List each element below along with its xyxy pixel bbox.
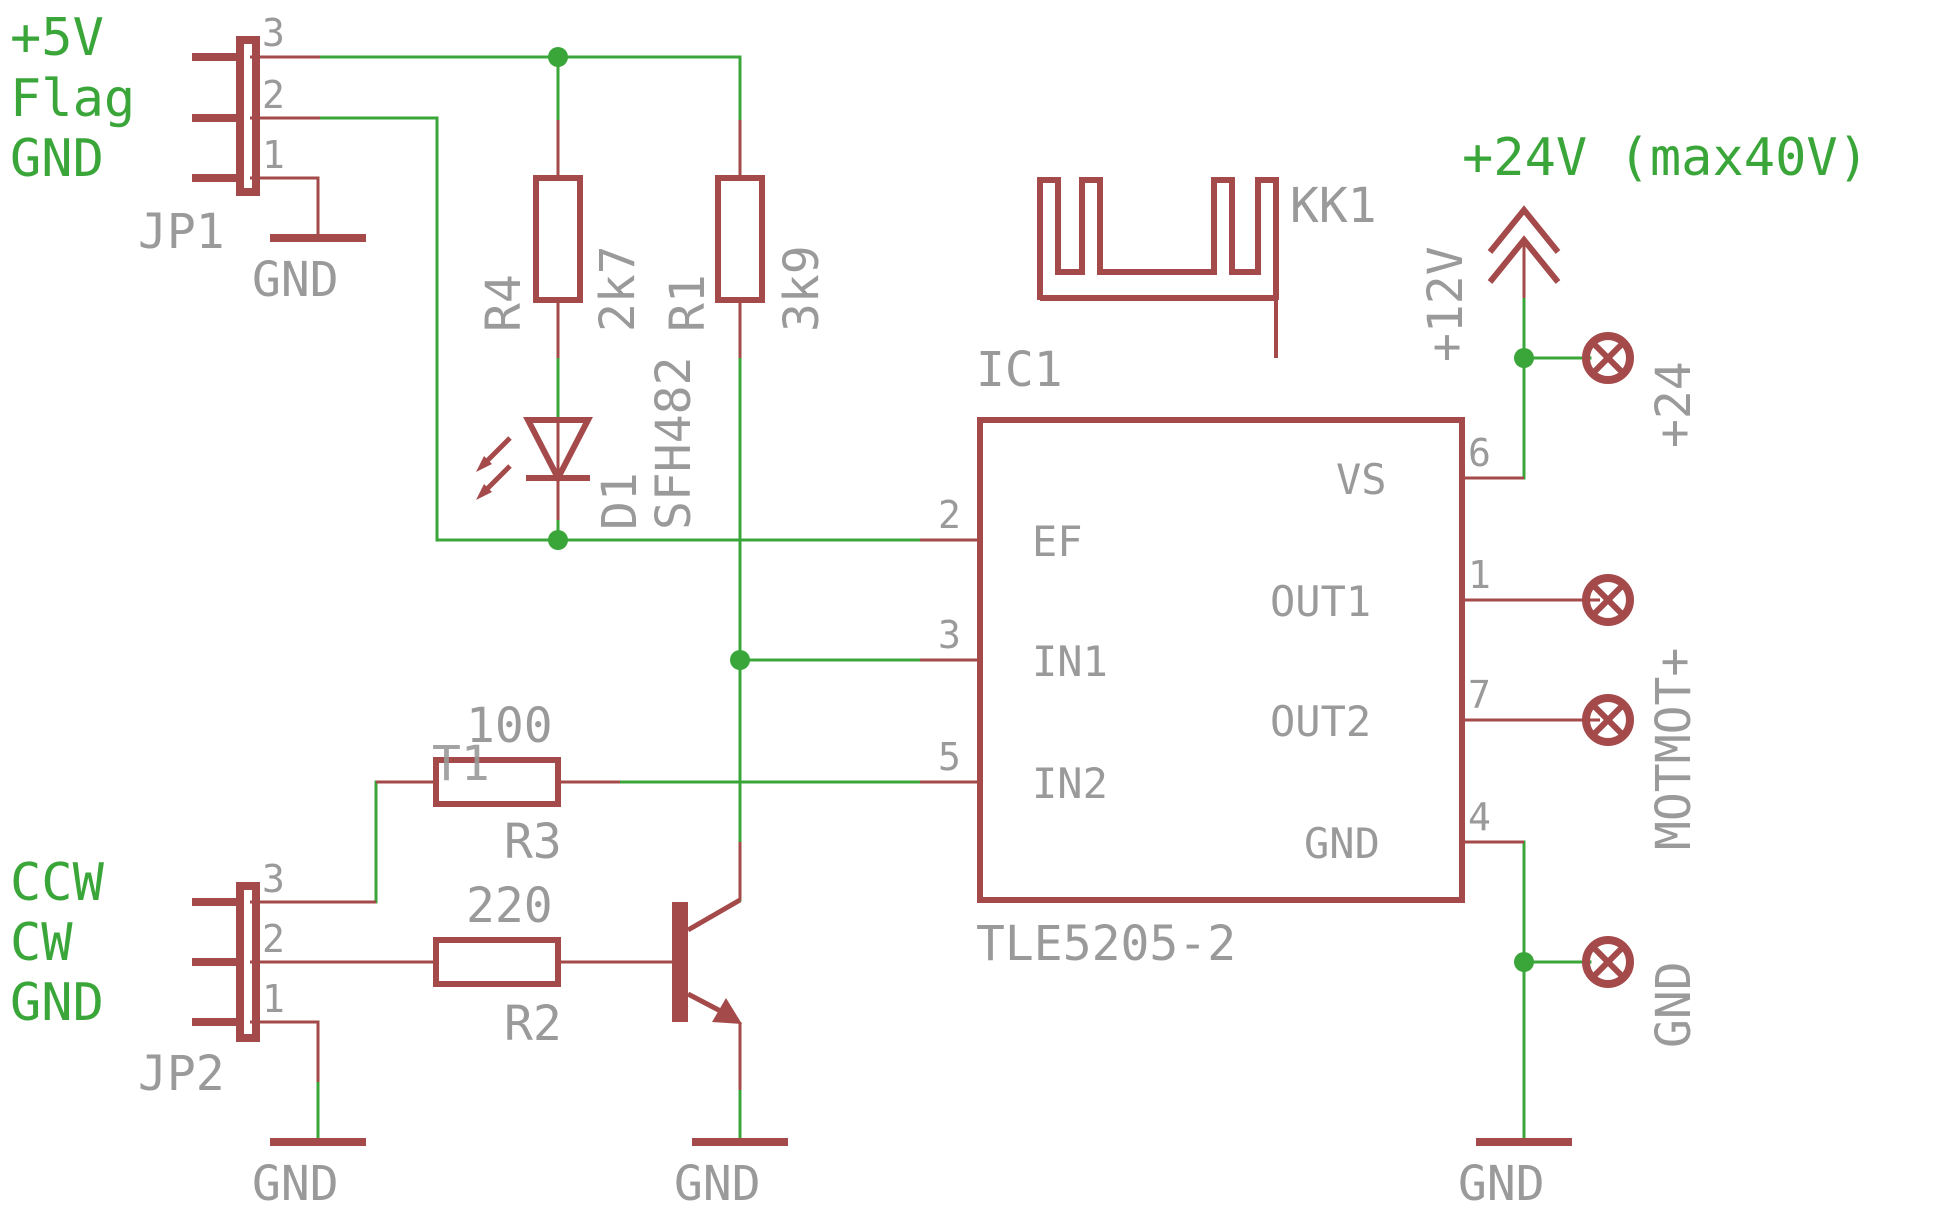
ic1-pin-in2: IN2 <box>1032 759 1108 808</box>
ic1-chip: IC1 TLE5205-2 2 EF 3 IN1 5 IN2 6 VS 1 OU… <box>938 342 1491 972</box>
supply-symbol: +24V (max40V) +12V <box>1418 128 1869 362</box>
ic1-pin-out2: OUT2 <box>1270 697 1371 746</box>
ic1-part: TLE5205-2 <box>976 916 1236 972</box>
r4-resistor: R4 2k7 <box>476 175 646 332</box>
ic1-pin-2-num: 2 <box>938 493 961 537</box>
kk1-name: KK1 <box>1290 178 1377 234</box>
supply-label: +24V (max40V) <box>1462 128 1869 188</box>
r2-resistor: 220 R2 <box>433 878 562 1052</box>
t1-name: T1 <box>432 736 490 792</box>
ic1-pin-out1: OUT1 <box>1270 577 1371 626</box>
jp1-pin-1: 1 <box>262 133 285 177</box>
r3-value: 100 <box>466 698 553 754</box>
jp2-signal-cw: CW <box>10 913 73 973</box>
jp1-pin-2: 2 <box>262 73 285 117</box>
terminal-mot-label: MOTMOT+ <box>1646 648 1702 850</box>
ic1-name: IC1 <box>976 342 1063 398</box>
t1-gnd-symbol: GND <box>674 1138 788 1212</box>
ic1-pin-3-num: 3 <box>938 613 961 657</box>
d1-value: SFH482 <box>646 357 702 530</box>
jp2-connector: 3 2 1 JP2 <box>138 857 285 1102</box>
wire-5v-rail <box>253 55 742 122</box>
jp2-label: JP2 <box>138 1046 225 1102</box>
ic1-pin-vs: VS <box>1336 455 1387 504</box>
jp2-pin-2: 2 <box>262 917 285 961</box>
ic1-pin-7-num: 7 <box>1468 673 1491 717</box>
r1-resistor: R1 3k9 <box>660 175 830 332</box>
jp1-gnd-symbol: GND <box>252 234 366 308</box>
jp1-label: JP1 <box>138 204 225 260</box>
jp2-signal-ccw: CCW <box>10 853 105 913</box>
r2-value: 220 <box>466 878 553 934</box>
ic1-pin-6-num: 6 <box>1468 431 1491 475</box>
jp1-gnd-label: GND <box>252 252 339 308</box>
jp2-signal-gnd: GND <box>10 973 104 1033</box>
d1-name: D1 <box>592 472 648 530</box>
wire-flag <box>253 116 922 542</box>
terminal-out2 <box>1582 694 1634 746</box>
ic1-pin-gnd: GND <box>1304 819 1380 868</box>
jp2-pin-3: 3 <box>262 857 285 901</box>
d1-diode: D1 SFH482 <box>476 357 702 530</box>
wire-gnd-right <box>1468 840 1526 1142</box>
terminal-gnd: GND <box>1582 936 1702 1048</box>
ic1-pin-in1: IN1 <box>1032 637 1108 686</box>
t1-transistor: T1 <box>432 736 742 1024</box>
jp1-signal-5v: +5V <box>10 8 104 68</box>
terminal-gnd-label: GND <box>1646 961 1702 1048</box>
ic1-pin-ef: EF <box>1032 517 1083 566</box>
jp1-signal-gnd: GND <box>10 129 104 189</box>
ic1-pin-5-num: 5 <box>938 735 961 779</box>
right-gnd-symbol: GND <box>1458 1138 1572 1212</box>
t1-gnd-label: GND <box>674 1156 761 1212</box>
terminal-24: +24 <box>1582 332 1702 448</box>
part-leads <box>250 55 1600 1090</box>
terminal-24-label: +24 <box>1646 361 1702 448</box>
jp2-gnd-symbol: GND <box>252 1138 366 1212</box>
jp2-pin-1: 1 <box>262 977 285 1021</box>
jp2-gnd-label: GND <box>252 1156 339 1212</box>
r1-name: R1 <box>660 274 716 332</box>
jp1-connector: 3 2 1 JP1 <box>138 11 285 260</box>
right-gnd-label: GND <box>1458 1156 1545 1212</box>
junctions <box>548 47 1534 972</box>
r2-name: R2 <box>504 996 562 1052</box>
r3-resistor: 100 R3 <box>433 698 562 870</box>
kk1-heatsink: KK1 <box>1037 177 1377 358</box>
r1-value: 3k9 <box>774 245 830 332</box>
r4-name: R4 <box>476 274 532 332</box>
jp1-signal-flag: Flag <box>10 69 135 129</box>
ic1-pin-1-num: 1 <box>1468 553 1491 597</box>
jp1-pin-3: 3 <box>262 11 285 55</box>
r3-name: R3 <box>504 814 562 870</box>
supply-sub-label: +12V <box>1418 246 1474 362</box>
terminal-out1 <box>1582 574 1634 626</box>
r4-value: 2k7 <box>590 245 646 332</box>
wires <box>253 55 1592 1142</box>
ic1-pin-4-num: 4 <box>1468 795 1491 839</box>
